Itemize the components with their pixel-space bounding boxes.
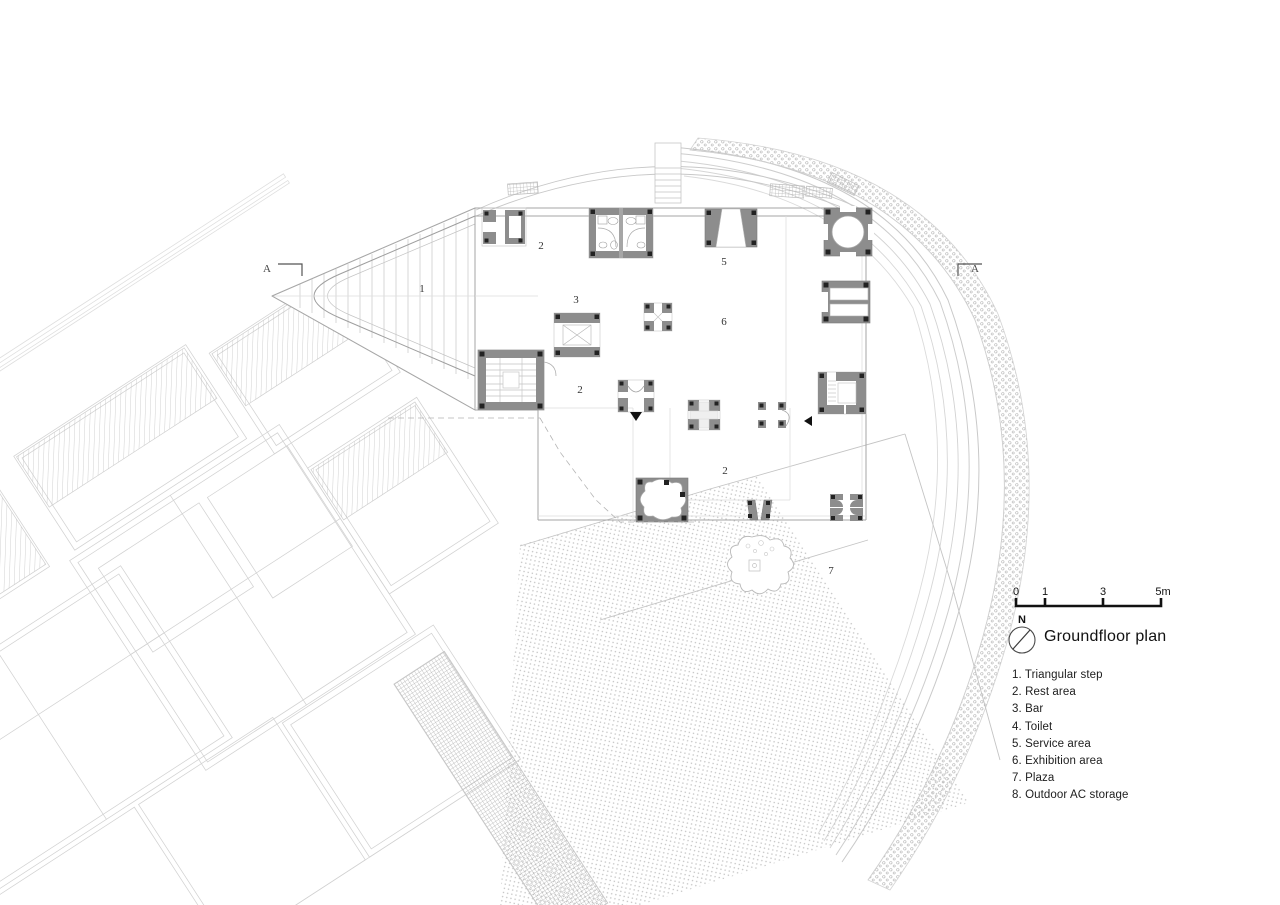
section-marker-left: A xyxy=(263,263,303,276)
scale-tick-5: 5m xyxy=(1155,586,1170,598)
legend-item-6: 6. Exhibition area xyxy=(1012,755,1103,768)
legend-item-5: 5. Service area xyxy=(1012,737,1091,750)
site-dashed-line xyxy=(388,417,700,523)
legend-item-3: 3. Bar xyxy=(1012,703,1044,716)
building-envelope xyxy=(474,207,867,521)
plan-label-2b: 2 xyxy=(577,384,583,396)
plaza-paving-edges xyxy=(393,433,1001,905)
legend-item-7: 7. Plaza xyxy=(1012,772,1055,785)
scale-tick-0: 0 xyxy=(1013,586,1019,598)
legend-item-8: 8. Outdoor AC storage xyxy=(1012,789,1129,802)
legend-item-4: 4. Toilet xyxy=(1012,720,1053,733)
module-service-counter xyxy=(704,208,758,248)
section-letter-left: A xyxy=(263,263,271,275)
module-round-table-ne xyxy=(822,206,874,258)
plan-number-labels: 1 2 2 2 3 5 6 7 xyxy=(419,240,834,577)
legend-list: 1. Triangular step 2. Rest area 3. Bar 4… xyxy=(1012,667,1252,805)
plan-label-1: 1 xyxy=(419,283,425,295)
plan-label-6: 6 xyxy=(721,316,727,328)
plan-label-2a: 2 xyxy=(538,240,544,252)
legend-item-1: 1. Triangular step xyxy=(1012,669,1103,681)
outdoor-ac-units xyxy=(507,172,860,199)
module-rest-seat-nw xyxy=(481,207,527,247)
scale-bar: 0 1 3 5m xyxy=(1013,586,1171,608)
module-u-seat xyxy=(617,379,655,413)
plan-label-2c: 2 xyxy=(722,465,728,477)
module-bench-east xyxy=(820,280,871,324)
section-marker-right: A xyxy=(957,263,982,276)
module-angled-fins xyxy=(746,499,773,521)
stairwell-room xyxy=(477,349,557,411)
roof-stair xyxy=(654,142,682,204)
module-interior-stair-east xyxy=(817,371,867,415)
module-exhibit-plinth-a xyxy=(643,302,673,332)
plan-label-3: 3 xyxy=(573,294,579,306)
module-toilet xyxy=(588,207,654,259)
triangular-step-area xyxy=(270,207,476,411)
module-exhibit-plinth-b xyxy=(687,399,721,431)
scale-tick-1: 1 xyxy=(1042,586,1048,598)
module-cloud-seat xyxy=(635,477,689,523)
module-bar xyxy=(553,312,601,358)
module-quarter-stools xyxy=(830,494,863,521)
north-label: N xyxy=(1018,614,1026,626)
plan-label-5: 5 xyxy=(721,256,727,268)
plan-label-7: 7 xyxy=(828,565,834,577)
plan-title: Groundfloor plan xyxy=(1044,628,1167,645)
section-letter-right: A xyxy=(971,263,979,275)
scale-tick-3: 3 xyxy=(1100,586,1106,598)
tree-symbol xyxy=(727,535,794,595)
legend-item-2: 2. Rest area xyxy=(1012,686,1076,699)
direction-markers xyxy=(630,412,812,426)
module-free-posts xyxy=(758,402,790,428)
north-arrow: N xyxy=(1008,614,1036,654)
